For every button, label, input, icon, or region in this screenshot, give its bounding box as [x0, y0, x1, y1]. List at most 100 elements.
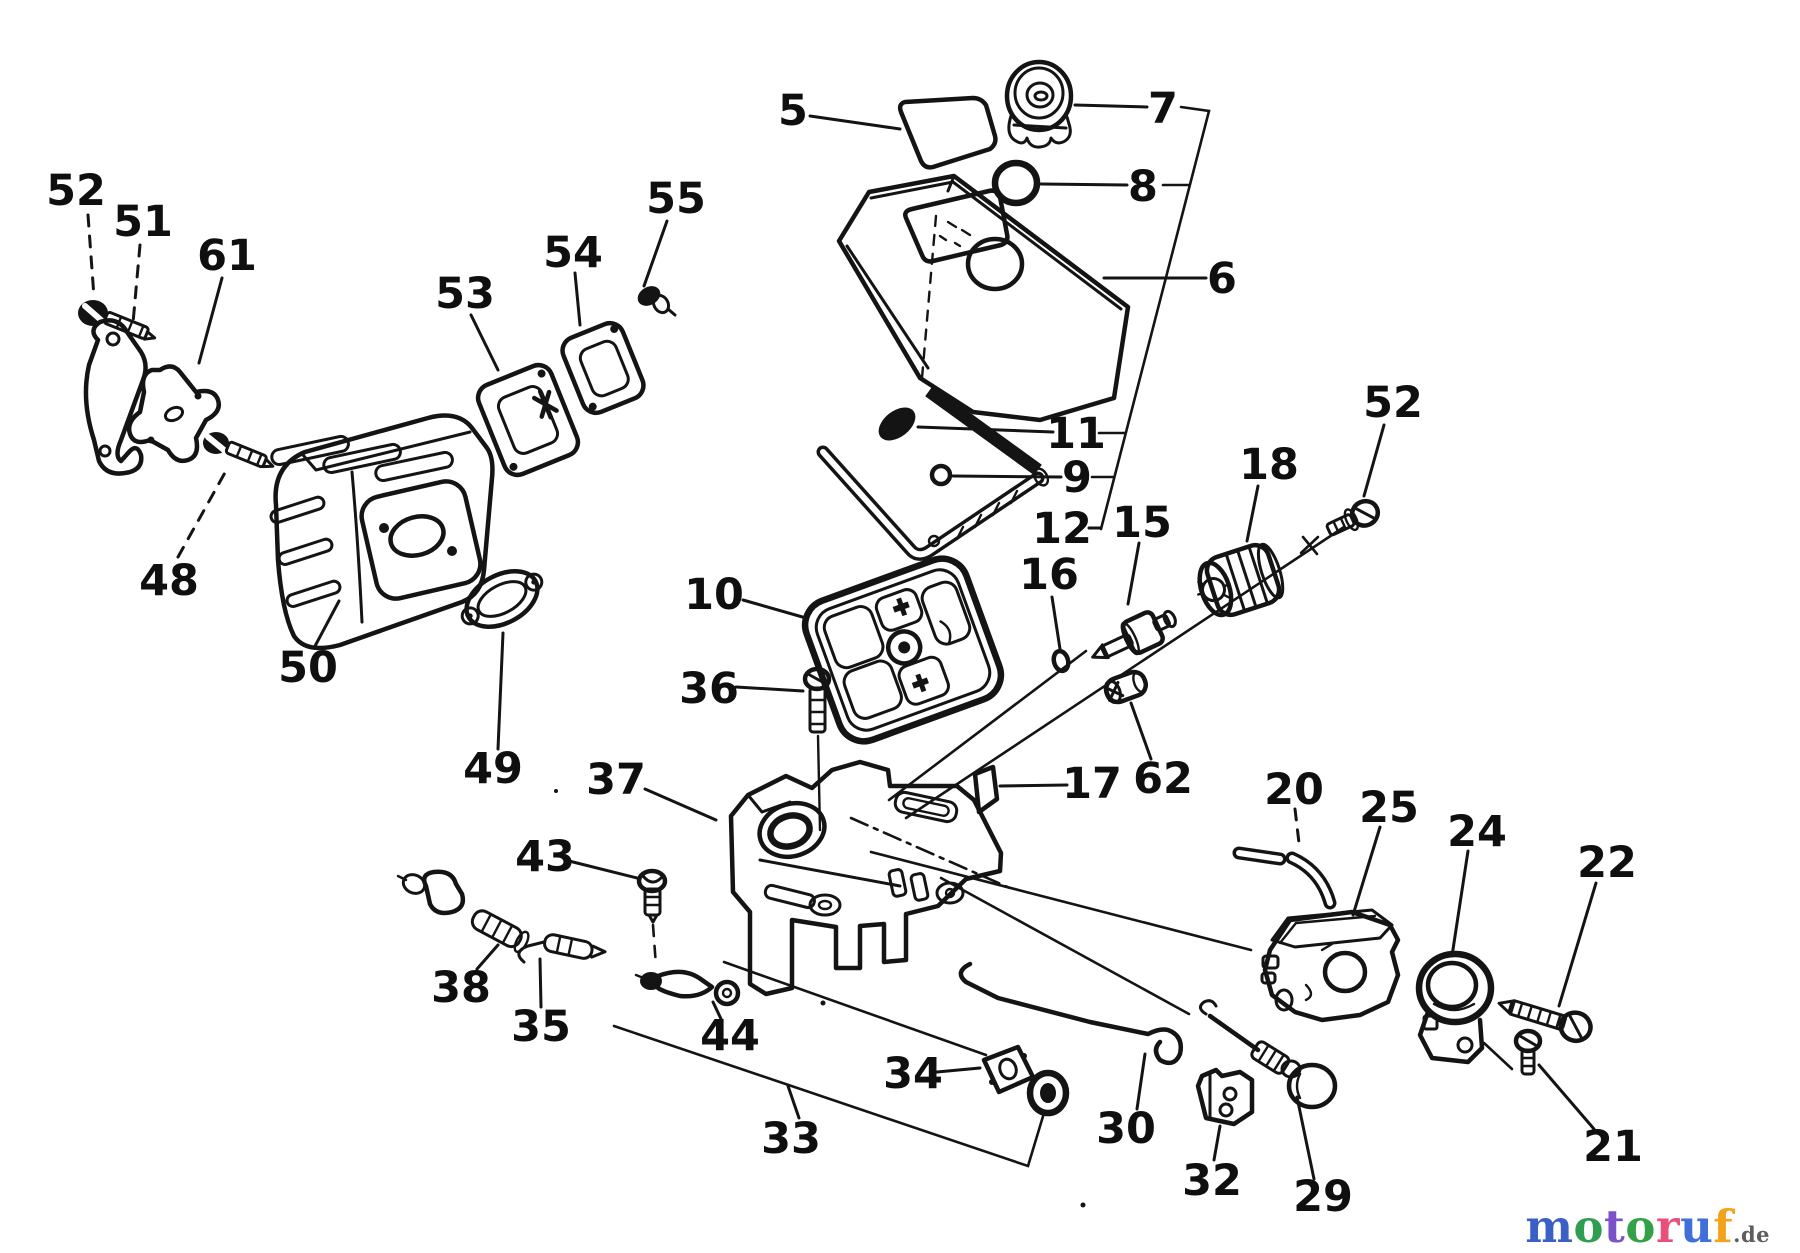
- gasket-pad-part: [897, 95, 998, 170]
- callout-leader: [496, 631, 505, 751]
- callout-label: 22: [1577, 838, 1637, 888]
- callout-leader: [475, 943, 500, 971]
- callout-leader: [741, 598, 808, 620]
- drum-18-part: [1197, 542, 1285, 618]
- logo-letter: o: [1573, 1200, 1605, 1253]
- exhaust-gasket-53-part: [475, 362, 581, 478]
- cable-boot-38-part: [396, 869, 530, 954]
- callout-leader: [642, 219, 669, 288]
- assembly-lines-layer: [612, 105, 1514, 1168]
- callout-label: 52: [1363, 378, 1423, 428]
- callout-leader: [808, 114, 902, 131]
- callout-leader: [1537, 1063, 1596, 1131]
- logo-letter: r: [1655, 1200, 1681, 1253]
- callout-leader: [916, 425, 1055, 434]
- callout-label: 32: [1182, 1156, 1242, 1206]
- callout-leader: [469, 313, 500, 372]
- callout-label: 37: [586, 755, 646, 805]
- callout-label: 12: [1032, 504, 1092, 554]
- washer-grommet-part: [1026, 1069, 1070, 1117]
- callout-label: 55: [646, 174, 706, 224]
- callout-label: 38: [431, 963, 491, 1013]
- callout-label: 7: [1148, 84, 1178, 134]
- callout-label: 53: [435, 269, 495, 319]
- callout-label: 50: [278, 643, 338, 693]
- callout-label: 29: [1293, 1172, 1353, 1222]
- callout-label: 17: [1062, 759, 1122, 809]
- callout-leader: [1293, 807, 1301, 845]
- assembly-line: [904, 525, 1346, 820]
- callout-leader: [1450, 849, 1470, 958]
- callout-leader: [1129, 701, 1153, 761]
- callout-label: 34: [883, 1049, 943, 1099]
- callout-label: 11: [1046, 409, 1106, 459]
- assembly-line: [612, 1024, 1046, 1168]
- callout-leader: [935, 1066, 982, 1074]
- scan-speck: [554, 789, 558, 793]
- callout-leader: [1135, 1052, 1147, 1111]
- logo-letter: o: [1625, 1200, 1656, 1253]
- callout-leader: [86, 213, 96, 299]
- assembly-line: [887, 649, 1088, 802]
- callout-label: 5: [778, 86, 808, 136]
- callout-label: 18: [1239, 440, 1299, 490]
- callout-label: 20: [1264, 765, 1324, 815]
- callout-leader: [197, 276, 224, 365]
- callout-label: 10: [684, 570, 744, 620]
- callout-label: 49: [463, 744, 523, 794]
- callout-leader: [1557, 881, 1598, 1008]
- assembly-line: [849, 816, 1014, 891]
- callout-label: 36: [679, 664, 739, 714]
- o-ring-part: [991, 159, 1041, 207]
- callout-label: 54: [543, 228, 603, 278]
- screw-22-part: [1497, 999, 1593, 1044]
- air-filter-part: [801, 555, 1005, 745]
- callout-label: 15: [1112, 498, 1172, 548]
- callout-leader: [131, 243, 142, 325]
- callout-leader: [1295, 1095, 1316, 1181]
- callout-label: 24: [1447, 807, 1507, 857]
- callout-label: 44: [700, 1011, 760, 1061]
- callout-label: 8: [1128, 162, 1158, 212]
- callout-label: 61: [197, 231, 257, 281]
- motoruf-logo: motoruf.de: [1525, 1204, 1770, 1249]
- crankcase-part: [728, 759, 1004, 997]
- muffler-part: [269, 413, 495, 651]
- choke-cable-part: [1199, 999, 1338, 1110]
- callout-label: 21: [1583, 1122, 1643, 1172]
- screw-52-right-part: [1325, 498, 1381, 537]
- logo-suffix: .de: [1733, 1222, 1770, 1247]
- callout-label: 25: [1359, 783, 1419, 833]
- screw-55-part: [637, 286, 677, 317]
- star-plate-part: [126, 364, 221, 464]
- callout-label: 51: [113, 197, 173, 247]
- logo-letter: t: [1604, 1200, 1626, 1253]
- assembly-line: [1482, 1041, 1514, 1071]
- callout-leader: [1351, 825, 1382, 917]
- carburetor-part: [1260, 908, 1401, 1023]
- screw-48-part: [203, 432, 275, 469]
- bracket-part: [83, 318, 148, 476]
- top-cover-part: [836, 173, 1131, 423]
- logo-letter: f: [1713, 1200, 1734, 1253]
- intake-elbow-part: [1415, 950, 1495, 1065]
- callout-leader: [567, 859, 639, 880]
- scan-speck: [1080, 1202, 1086, 1208]
- callout-leader: [643, 787, 718, 822]
- fuel-hose-part: [1232, 846, 1337, 910]
- callout-leader: [1050, 595, 1062, 651]
- callout-label: 48: [139, 556, 199, 606]
- callout-leader: [1126, 541, 1141, 606]
- cable-end-35-part: [517, 933, 607, 964]
- fuel-cap-part: [1004, 59, 1074, 149]
- grommet-part: [878, 407, 916, 441]
- plate-34-part: [981, 1044, 1036, 1095]
- screw-43-part: [636, 868, 668, 924]
- cap-62-part: [1103, 669, 1149, 705]
- callout-label: 62: [1133, 754, 1193, 804]
- callout-label: 30: [1096, 1104, 1156, 1154]
- callout-leader: [951, 474, 1063, 479]
- assembly-line: [939, 876, 1191, 1016]
- callout-leader: [1039, 182, 1129, 187]
